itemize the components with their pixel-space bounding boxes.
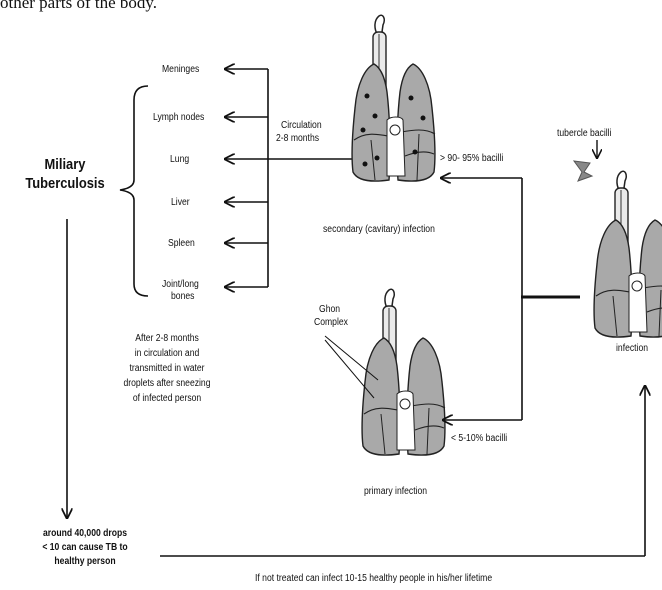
drops-note: around 40,000 drops < 10 can cause TB to… (10, 528, 160, 568)
secondary-infection-label: secondary (cavitary) infection (323, 224, 435, 236)
transmission-note: After 2-8 months in circulation and tran… (92, 333, 242, 405)
primary-bacilli-label: < 5-10% bacilli (451, 433, 507, 445)
tubercle-bacilli-label: tubercle bacilli (557, 128, 612, 140)
organ-lung: Lung (170, 154, 189, 166)
organ-lymph-nodes: Lymph nodes (153, 112, 204, 124)
ghon-label: Ghon (319, 304, 340, 316)
complex-label: Complex (314, 317, 348, 329)
circulation-duration: 2-8 months (276, 133, 319, 145)
organ-bones: bones (171, 291, 194, 303)
infection-label: infection (616, 343, 648, 355)
primary-infection-label: primary infection (364, 486, 427, 498)
organ-joint-long: Joint/long (162, 279, 199, 291)
footer-note: If not treated can infect 10-15 healthy … (255, 573, 492, 585)
organ-spleen: Spleen (168, 238, 195, 250)
organ-meninges: Meninges (162, 64, 199, 76)
miliary-tuberculosis-title: Miliary Tuberculosis (9, 155, 121, 193)
circulation-label: Circulation (281, 120, 322, 132)
organ-liver: Liver (171, 197, 190, 209)
secondary-bacilli-label: > 90- 95% bacilli (440, 153, 503, 165)
